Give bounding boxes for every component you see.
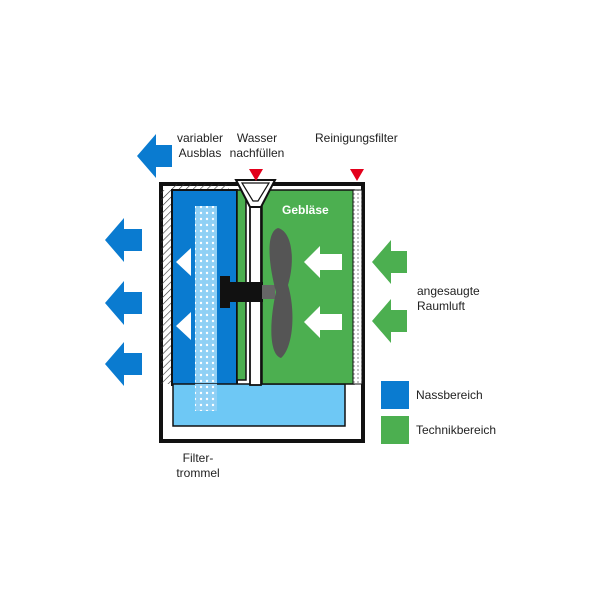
motor-flange: [220, 276, 230, 308]
label-refill-water: Wasser nachfüllen: [229, 131, 285, 160]
filter-marker-red: [350, 169, 364, 181]
refill-funnel-inner: [240, 182, 271, 202]
exhaust-arrow-2: [105, 281, 142, 325]
exhaust-arrow-3: [105, 342, 142, 386]
intake-arrow-upper: [304, 246, 342, 278]
legend-label-technical: Technikbereich: [416, 423, 497, 437]
label-intake-air: angesaugte Raumluft: [417, 284, 480, 313]
intake-arrow-outer-2: [372, 299, 407, 343]
motor-shaft: [262, 285, 275, 299]
cleaning-filter-strip: [352, 189, 363, 385]
legend-swatch-technical: [381, 416, 409, 444]
exhaust-arrow-top: [137, 134, 172, 178]
exhaust-arrow-1: [105, 218, 142, 262]
inner-arrow-up: [176, 248, 191, 276]
label-variable-exhaust: variabler Ausblas: [176, 131, 224, 160]
motor-body: [227, 282, 263, 302]
filter-drum: [195, 206, 217, 411]
legend-swatch-wet: [381, 381, 409, 409]
refill-marker-red: [249, 169, 263, 181]
inner-arrow-down: [176, 312, 191, 340]
legend-label-wet: Nassbereich: [416, 388, 483, 402]
filter-drum-bottom: [195, 384, 217, 411]
label-blower: Gebläse: [282, 203, 329, 217]
side-exhaust-grille: [161, 190, 172, 384]
label-filter-drum: Filter- trommel: [176, 451, 220, 480]
intake-arrow-outer-1: [372, 240, 407, 284]
label-cleaning-filter: Reinigungsfilter: [315, 131, 398, 145]
top-exhaust-grille: [171, 184, 229, 192]
intake-arrow-lower: [304, 306, 342, 338]
fan-blade: [269, 228, 293, 358]
